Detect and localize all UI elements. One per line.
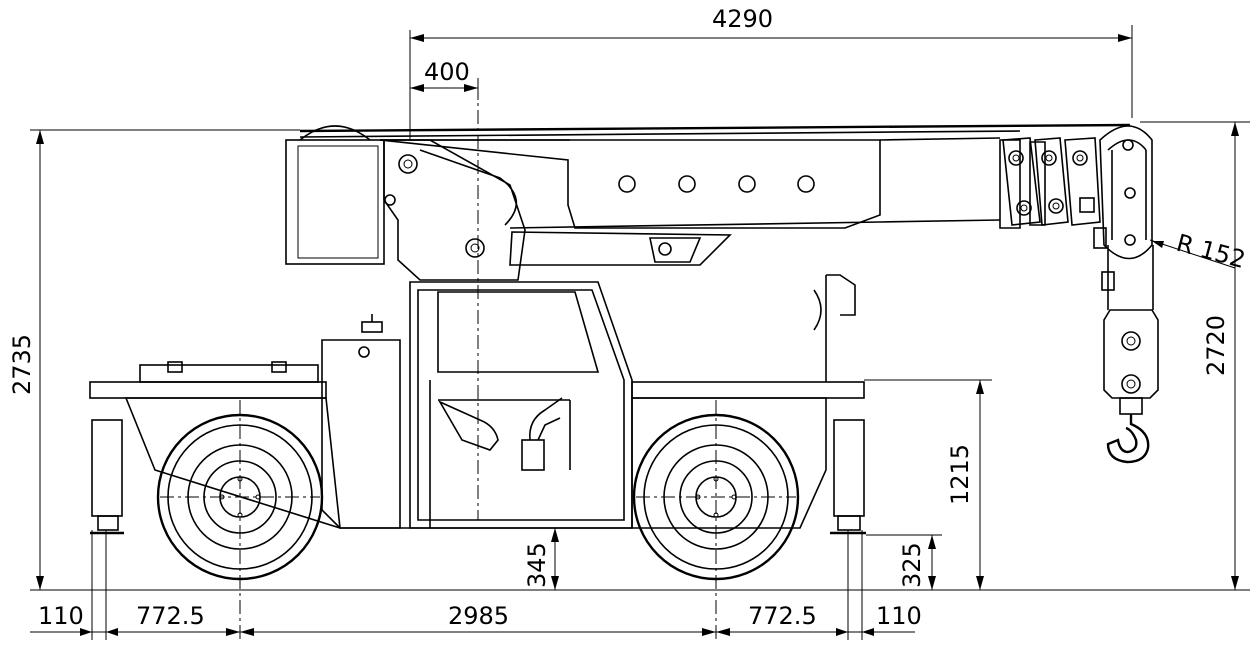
center-lines (160, 85, 796, 640)
chassis (89, 274, 865, 530)
dim-offset: 400 (424, 58, 470, 86)
dim-rear-overhang: 110 (38, 602, 84, 630)
dim-rear-axle-offset: 772.5 (136, 602, 205, 630)
dim-wheelbase: 2985 (448, 602, 509, 630)
dim-front-axle-offset: 772.5 (748, 602, 817, 630)
dimension-labels: 4290 400 2735 R 152 2720 1215 345 325 11… (8, 5, 1248, 630)
dim-ground-clearance: 345 (523, 542, 551, 588)
dimension-lines (30, 25, 1250, 640)
dim-hook-height: 2720 (1202, 315, 1230, 376)
dim-overall-reach: 4290 (712, 5, 773, 33)
dim-outrigger-clearance: 325 (898, 542, 926, 588)
outriggers (90, 419, 866, 535)
dim-deck-height: 1215 (946, 444, 974, 505)
dim-sheave-radius: R 152 (1173, 229, 1248, 274)
dim-front-overhang: 110 (876, 602, 922, 630)
dim-boom-height: 2735 (8, 334, 36, 395)
cab (321, 281, 633, 529)
boom (285, 123, 1153, 281)
hook-block (1093, 227, 1159, 464)
